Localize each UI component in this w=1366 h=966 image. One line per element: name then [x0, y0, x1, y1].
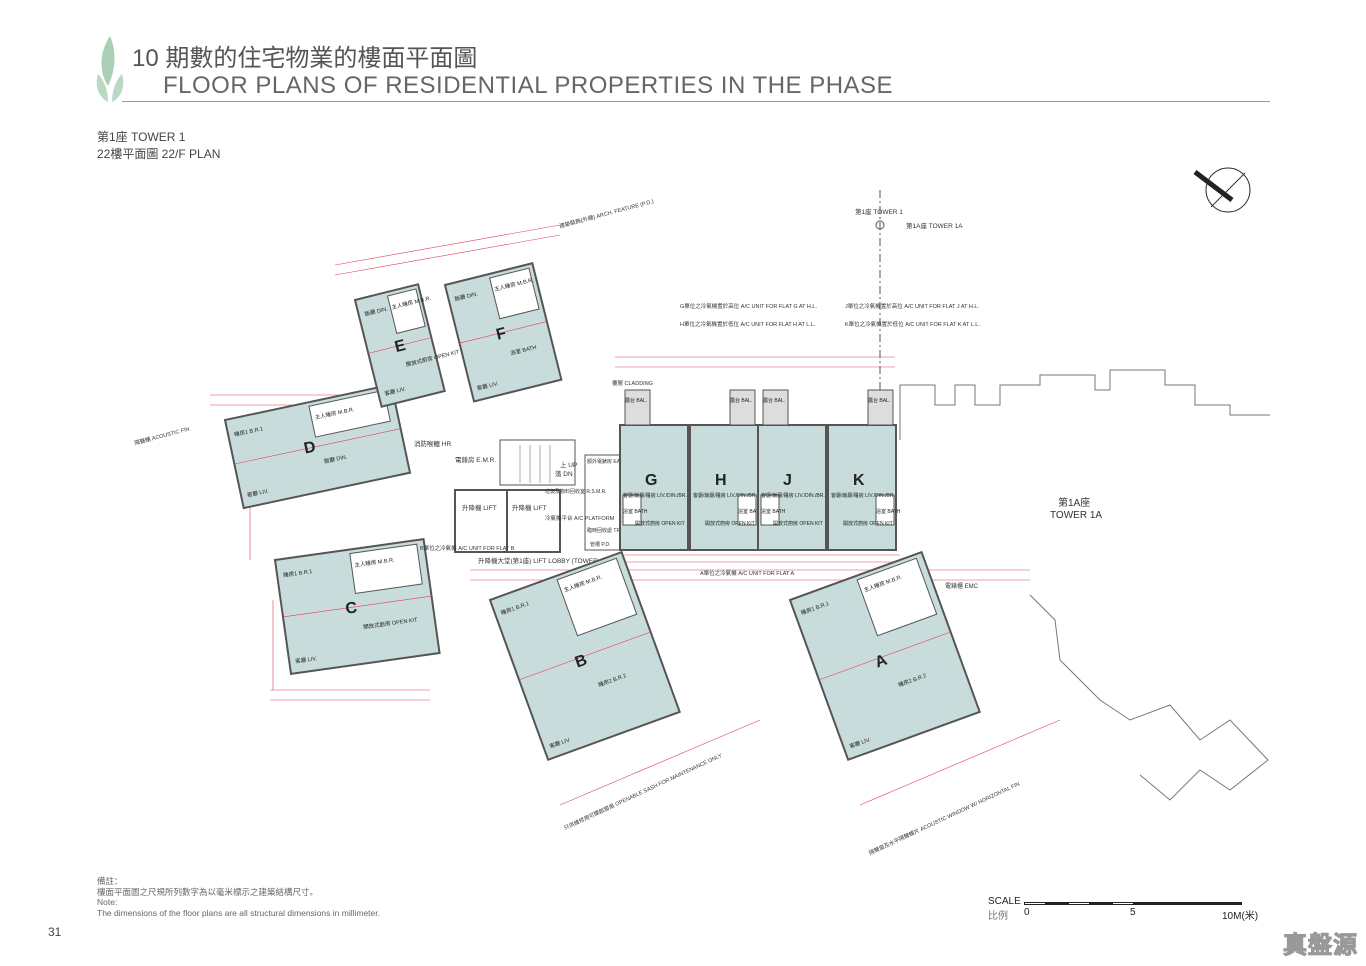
unit-room1: 客廳 LIV.	[295, 654, 318, 665]
annotation-openable-sash: 只供維修用可開啟窗扇 OPENABLE SASH FOR MAINTENANCE…	[562, 751, 723, 832]
header-divider	[122, 101, 1270, 102]
unit-room4: 露台 BAL.	[868, 397, 890, 404]
tower1a-label-zh: 第1A座	[1058, 496, 1090, 509]
unit-g: G 客廳/飯廳/睡房 LIV./DIN./BR. 浴室 BATH 開放式廚房 OPEN…	[619, 389, 689, 551]
notes-heading-zh: 備註：	[97, 876, 123, 886]
annotation-acoustic-window: 隔聲窗及水平隔聲鰭片 ACOUSTIC WINDOW W/ HORIZONTAL…	[867, 780, 1020, 857]
unit-h: H 客廳/飯廳/睡房 LIV./DIN./BR. 浴室 BATH 開放式廚房 OPEN…	[689, 389, 763, 551]
annotation-ac-h: H單位之冷氣機置於低位 A/C UNIT FOR FLAT H AT L.L.	[680, 320, 816, 328]
building-core: 升降機 LIFT 升降機 LIFT 上 UP 落 DN 電錶房 E.M.R. 額…	[454, 439, 624, 565]
unit-letter: H	[715, 472, 727, 489]
unit-letter: J	[783, 472, 792, 489]
notes-text-en: The dimensions of the floor plans are al…	[97, 907, 380, 918]
unit-room4: 露台 BAL.	[730, 397, 752, 404]
tower1a-outline	[899, 369, 1270, 440]
unit-j: J 客廳/飯廳/睡房 LIV./DIN./BR. 浴室 BATH 開放式廚房 OPEN…	[757, 389, 827, 551]
annotation-ac-k: K單位之冷氣機置於低位 A/C UNIT FOR FLAT K AT L.L.	[845, 320, 980, 328]
unit-letter: K	[853, 472, 865, 489]
scale-label-zh: 比例	[988, 911, 1008, 922]
unit-room4: 露台 BAL.	[763, 397, 785, 404]
pd-label: 管槽 P.D.	[590, 541, 610, 548]
page-title-en: FLOOR PLANS OF RESIDENTIAL PROPERTIES IN…	[163, 72, 894, 99]
unit-room2: 浴室 BATH	[623, 508, 648, 515]
unit-k: K 客廳/飯廳/睡房 LIV./DIN./BR. 浴室 BATH 開放式廚房 OPEN…	[827, 389, 901, 551]
scale-bar: SCALE 比例 0 5 10M(米)	[988, 896, 1258, 926]
notes-text-zh: 樓面平面圖之尺規所列數字為以毫米標示之建築結構尺寸。	[97, 886, 319, 897]
hr-label: 消防喉轆 HR	[414, 439, 452, 448]
leaf-logo-icon	[96, 36, 124, 102]
lift-1-label: 升降機 LIFT	[462, 503, 497, 512]
unit-room1: 客廳/飯廳/睡房 LIV./DIN./BR.	[761, 492, 825, 499]
annotation-ac-g: G單位之冷氣機置於高位 A/C UNIT FOR FLAT G AT H.L.	[680, 302, 817, 310]
floor-label: 22樓平面圖 22/F PLAN	[97, 147, 221, 161]
lift-lobby-label: 升降機大堂(第1座) LIFT LOBBY (TOWER 1)	[478, 556, 606, 565]
page-number: 31	[48, 925, 62, 939]
unit-room1: 客廳/飯廳/睡房 LIV./DIN./BR.	[623, 492, 687, 499]
unit-room2: 浴室 BATH	[738, 508, 763, 515]
annotation-ac-j: J單位之冷氣機置於高位 A/C UNIT FOR FLAT J AT H.L.	[845, 302, 979, 310]
scale-tick-0: 0	[1024, 907, 1030, 918]
tower-label: 第1座 TOWER 1	[97, 130, 186, 144]
scale-tick-10: 10M(米)	[1222, 911, 1259, 922]
annotation-ac-b: B單位之冷氣機 A/C UNIT FOR FLAT B	[420, 544, 515, 552]
watermark: 真盤源	[1283, 932, 1358, 960]
unit-d: D客廳 LIV.主人睡房 M.B.R.睡房1 B.R.1飯廳 DIN.	[223, 383, 412, 510]
emc-label: 電錶櫃 EMC	[945, 582, 979, 590]
unit-letter: G	[645, 472, 657, 489]
tower1a-label-en: TOWER 1A	[1050, 510, 1102, 521]
stair-down-label: 落 DN	[555, 469, 573, 478]
annotation-ac-a: A單位之冷氣機 A/C UNIT FOR FLAT A	[700, 569, 794, 577]
unit-room3: 開放式廚房 OPEN KIT	[705, 520, 755, 527]
unit-room1: 客廳/飯廳/睡房 LIV./DIN./BR.	[831, 492, 895, 499]
unit-room4: 露台 BAL.	[625, 397, 647, 404]
unit-room3: 開放式廚房 OPEN KIT	[635, 520, 685, 527]
annotation-arch-feature: 建築裝飾(外牆) ARCH. FEATURE (P.D.)	[558, 197, 654, 230]
annotation-acoustic-fin: 隔聲鰭 ACOUSTIC FIN	[133, 424, 190, 446]
unit-room1: 客廳/飯廳/睡房 LIV./DIN./BR.	[693, 492, 757, 499]
notes: 備註： 樓面平面圖之尺規所列數字為以毫米標示之建築結構尺寸。 Note: The…	[97, 876, 380, 918]
stair-up-label: 上 UP	[560, 460, 577, 469]
tower1-marker: 第1座 TOWER 1	[855, 207, 903, 216]
ead-label: 額外電錶房 EAD	[587, 458, 624, 465]
unit-room2: 浴室 BATH	[761, 508, 786, 515]
unit-room2: 浴室 BATH	[876, 508, 901, 515]
scale-tick-5: 5	[1130, 907, 1136, 918]
unit-room3: 開放式廚房 OPEN KIT	[773, 520, 823, 527]
scale-label-en: SCALE	[988, 896, 1021, 907]
annotation-cladding: 覆層 CLADDING	[612, 380, 653, 387]
unit-e: E客廳 LIV.主人睡房 M.B.R.飯廳 DIN.開放式廚房 OPEN KIT	[353, 283, 461, 408]
unit-letter: E	[393, 337, 408, 356]
lift-2-label: 升降機 LIFT	[512, 503, 547, 512]
unit-room3: 開放式廚房 OPEN KIT	[843, 520, 893, 527]
rsmr-label: 垃圾及物料回收室 R.S.M.R.	[545, 488, 607, 495]
unit-letter: B	[573, 652, 590, 672]
unit-letter: D	[302, 438, 317, 457]
notes-heading-en: Note:	[97, 897, 118, 907]
ac-platform-label: 冷氣機平台 A/C PLATFORM	[545, 514, 615, 522]
core-labels-top: 消防喉轆 HR 垃圾及物料回收室 R.S.M.R. 冷氣機平台 A/C PLAT…	[414, 439, 979, 590]
page-title-zh: 10 期數的住宅物業的樓面平面圖	[132, 45, 478, 72]
unit-letter: F	[494, 325, 508, 344]
emr-label: 電錶房 E.M.R.	[455, 455, 496, 464]
unit-f: F客廳 LIV.主人睡房 M.B.R.飯廳 DIN.浴室 BATH	[443, 262, 563, 403]
unit-letter: C	[344, 599, 358, 618]
trs-label: 臨時回收處 TRS	[587, 527, 624, 534]
north-arrow-icon	[1193, 167, 1251, 213]
tower1a-marker: 第1A座 TOWER 1A	[906, 221, 963, 230]
